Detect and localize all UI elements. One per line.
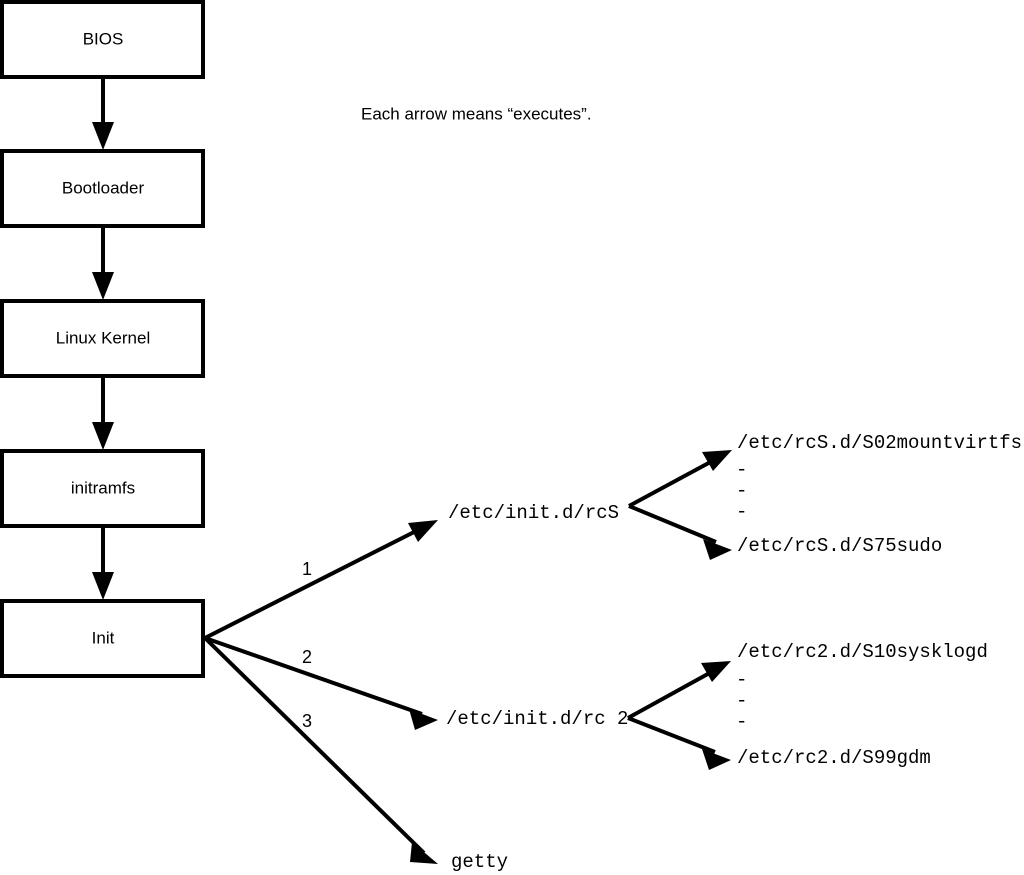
legend-note: Each arrow means “executes”.	[361, 104, 592, 123]
box-linux-kernel[interactable]: Linux Kernel	[0, 299, 205, 378]
rcs-ellipsis-dash-1: -	[736, 459, 747, 481]
rc2-branch-first	[627, 661, 731, 720]
arrow-bios-to-bootloader	[92, 77, 114, 150]
rcs-script-last: /etc/rcS.d/S75sudo	[737, 535, 942, 557]
arrow-bootloader-to-kernel	[92, 227, 114, 300]
box-bootloader-label: Bootloader	[62, 178, 145, 197]
rcs-ellipsis-dash-3: -	[736, 501, 747, 523]
arrow-initramfs-to-init	[92, 527, 114, 600]
box-init-label: Init	[92, 628, 115, 647]
node-rc2-label: /etc/init.d/rc 2	[446, 708, 628, 730]
arrow-kernel-to-initramfs	[92, 377, 114, 450]
box-initramfs-label: initramfs	[71, 478, 135, 497]
branch-number-1: 1	[302, 559, 312, 579]
rc2-ellipsis-dash-2: -	[736, 690, 747, 712]
rc2-ellipsis-dash-3: -	[736, 711, 747, 733]
box-bios[interactable]: BIOS	[0, 0, 205, 79]
node-rcs-label: /etc/init.d/rcS	[448, 502, 619, 524]
node-getty-label: getty	[451, 851, 508, 873]
rcs-branch-last	[628, 504, 732, 560]
box-bios-label: BIOS	[83, 29, 124, 48]
rc2-ellipsis-dash-1: -	[736, 669, 747, 691]
box-init[interactable]: Init	[0, 599, 205, 678]
init-branch-2	[204, 636, 438, 730]
rc2-script-first: /etc/rc2.d/S10sysklogd	[737, 641, 988, 663]
rcs-ellipsis-dash-2: -	[736, 480, 747, 502]
chain-connectors	[92, 77, 114, 600]
branch-number-3: 3	[302, 711, 312, 731]
rc2-branch-last	[627, 716, 731, 770]
branch-number-2: 2	[302, 647, 312, 667]
rcs-script-first: /etc/rcS.d/S02mountvirtfs	[737, 432, 1022, 454]
init-branch-3	[203, 636, 438, 864]
init-branch-1	[204, 520, 438, 640]
box-initramfs[interactable]: initramfs	[0, 449, 205, 528]
box-bootloader[interactable]: Bootloader	[0, 149, 205, 228]
box-linux-kernel-label: Linux Kernel	[56, 328, 151, 347]
rcs-branch-first	[628, 450, 732, 508]
rc2-script-last: /etc/rc2.d/S99gdm	[737, 747, 931, 769]
